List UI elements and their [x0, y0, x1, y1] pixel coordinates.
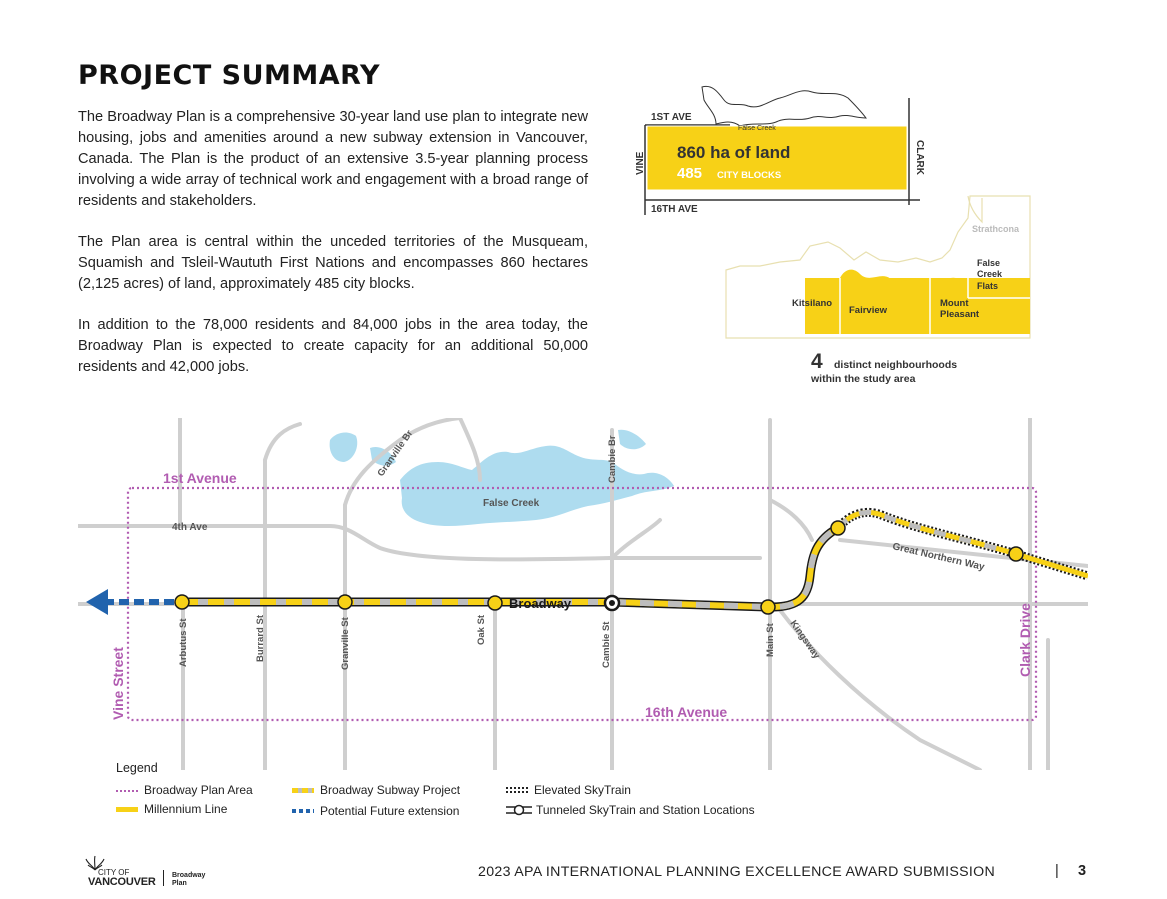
label-vine-street: Vine Street — [110, 647, 126, 720]
neighbourhoods-inset: Kitsilano Fairview Mount Pleasant False … — [725, 195, 1031, 385]
stations — [174, 520, 1024, 615]
street-west: VINE — [635, 151, 646, 175]
hood-fairview: Fairview — [849, 305, 888, 316]
capacity-paragraph: In addition to the 78,000 residents and … — [78, 317, 588, 375]
blocks-label: CITY BLOCKS — [717, 170, 781, 181]
false-creek-water — [400, 445, 674, 526]
plan-area-boundary — [126, 486, 1038, 722]
label-cambie-br: Cambie Br — [607, 435, 618, 483]
label-station-main: Main St — [765, 622, 776, 657]
label-station-arbutus: Arbutus St — [178, 618, 189, 667]
hood-count: 4 — [811, 350, 823, 373]
legend-future-extension: Potential Future extension — [292, 804, 459, 818]
station-great-northern — [830, 520, 846, 536]
territory-paragraph: The Plan area is central within the unce… — [78, 234, 588, 292]
label-first-avenue: 1st Avenue — [163, 470, 237, 486]
plan-area-swatch — [116, 790, 138, 792]
hood-false: False — [977, 258, 1000, 268]
logo-line2: VANCOUVER — [88, 876, 156, 888]
logo-plan1: Broadway — [172, 872, 206, 879]
station-oak — [487, 595, 503, 611]
station-main — [760, 599, 776, 615]
water-label: False Creek — [738, 125, 776, 132]
legend-plan-area: Broadway Plan Area — [116, 783, 253, 797]
street-north: 1ST AVE — [651, 112, 692, 123]
label-sixteenth-avenue: 16th Avenue — [645, 704, 727, 720]
label-station-oak: Oak St — [476, 614, 487, 645]
map-canvas: 1st Avenue 16th Avenue Vine Street Clark… — [78, 418, 1088, 770]
page-number: 3 — [1078, 863, 1087, 879]
blocks-number: 485 — [677, 165, 702, 182]
legend-elevated-skytrain: Elevated SkyTrain — [506, 783, 631, 797]
station-commercial — [1008, 546, 1024, 562]
legend-heading: Legend — [116, 761, 158, 775]
future-extension-arrow — [86, 589, 108, 615]
page-title: PROJECT SUMMARY — [78, 60, 381, 91]
subway-project-swatch — [292, 787, 314, 793]
hood-mount: Mount — [940, 298, 969, 309]
label-clark-drive: Clark Drive — [1017, 603, 1033, 677]
hood-caption-1: distinct neighbourhoods — [834, 359, 957, 371]
hood-caption-2: within the study area — [810, 373, 916, 385]
city-logo-icon — [85, 855, 105, 871]
label-station-granville: Granville St — [340, 616, 351, 670]
legend-tunneled-skytrain: Tunneled SkyTrain and Station Locations — [506, 803, 755, 817]
hood-creek: Creek — [977, 269, 1003, 279]
tunneled-skytrain-swatch — [506, 804, 532, 816]
hood-strathcona: Strathcona — [972, 224, 1020, 234]
city-logo: CITY OF VANCOUVER Broadway Plan — [78, 855, 218, 889]
label-fourth-ave: 4th Ave — [172, 522, 208, 533]
intro-paragraph: The Broadway Plan is a comprehensive 30-… — [78, 109, 588, 209]
hood-flats: Flats — [977, 281, 998, 291]
street-south: 16TH AVE — [651, 204, 698, 215]
legend-subway-project: Broadway Subway Project — [292, 783, 460, 797]
logo-plan2: Plan — [172, 880, 187, 887]
future-extension-swatch — [292, 809, 314, 813]
logo-divider — [163, 870, 164, 886]
label-false-creek: False Creek — [483, 498, 540, 509]
elevated-skytrain-swatch — [506, 787, 528, 793]
label-station-burrard: Burrard St — [255, 614, 266, 662]
neighbourhoods-area — [805, 278, 1030, 334]
land-label: 860 ha of land — [677, 143, 790, 162]
footer-separator: | — [1055, 863, 1059, 879]
label-broadway: Broadway — [509, 596, 572, 611]
submission-footer: 2023 APA INTERNATIONAL PLANNING EXCELLEN… — [478, 864, 996, 880]
station-granville — [337, 594, 353, 610]
station-arbutus — [174, 594, 190, 610]
label-station-cambie: Cambie St — [601, 621, 612, 668]
street-east: CLARK — [914, 140, 925, 176]
hood-kitsilano: Kitsilano — [792, 298, 832, 309]
legend-millennium-line: Millennium Line — [116, 802, 227, 816]
logo-line1: CITY OF — [98, 868, 130, 877]
area-inset: False Creek 860 ha of land 485 CITY BLOC… — [635, 85, 925, 215]
hood-pleasant: Pleasant — [940, 309, 980, 320]
millennium-line-swatch — [116, 806, 138, 812]
label-kingsway: Kingsway — [788, 618, 823, 661]
millennium-line-tunnel — [611, 525, 840, 611]
area-box — [646, 125, 908, 191]
